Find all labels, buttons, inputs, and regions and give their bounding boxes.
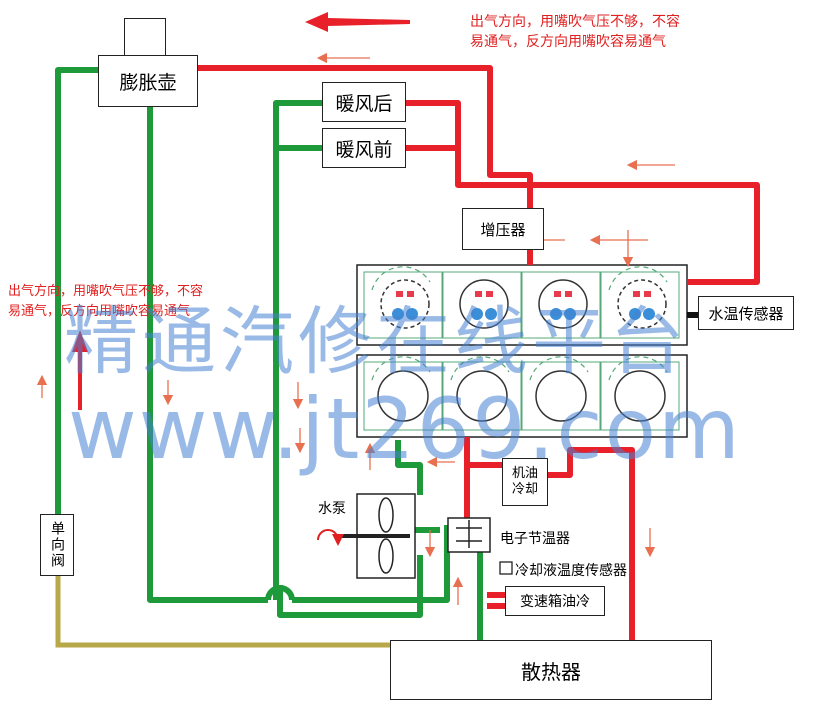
turbocharger-label: 增压器 — [480, 220, 526, 239]
hot-lines-red — [198, 65, 760, 640]
turbocharger: 增压器 — [462, 208, 544, 250]
expansion-tank-cap — [124, 18, 166, 56]
electronic-thermostat-label: 电子节温器 — [500, 531, 570, 547]
radiator-label: 散热器 — [521, 659, 581, 684]
cool-lines-green — [55, 67, 483, 640]
expansion-tank-label: 膨胀壶 — [119, 71, 177, 94]
note-top-right: 出气方向，用嘴吹气压不够，不容 易通气，反方向用嘴吹容易通气 — [470, 12, 680, 52]
exhaust-valves — [396, 291, 651, 297]
engine-block — [356, 264, 688, 438]
heater-front: 暖风前 — [322, 128, 406, 168]
block-water-jacket — [363, 361, 680, 431]
coolant-temp-sensor-body — [499, 561, 513, 575]
transmission-oil-cooler-label: 变速箱油冷 — [520, 594, 590, 610]
head-water-jacket — [363, 271, 680, 339]
oil-cooler: 机油 冷却 — [502, 458, 548, 506]
coolant-temp-sensor-label: 冷却液温度传感器 — [515, 563, 627, 579]
note-left-line2: 易通气，反方向用嘴吹容易通气 — [8, 304, 191, 319]
transmission-oil-cooler: 变速箱油冷 — [505, 586, 605, 616]
note-top-right-line2: 易通气，反方向用嘴吹容易通气 — [470, 34, 666, 50]
sensor-probe — [687, 312, 701, 318]
return-line-olive — [55, 575, 390, 648]
cylinders — [377, 370, 666, 422]
check-valve: 单向阀 — [40, 514, 74, 576]
expansion-tank: 膨胀壶 — [98, 55, 198, 107]
water-pump-body — [317, 493, 416, 579]
water-temp-sensor: 水温传感器 — [698, 296, 794, 330]
water-temp-sensor-label: 水温传感器 — [708, 304, 784, 323]
heater-front-label: 暖风前 — [335, 138, 393, 161]
note-left-line1: 出气方向，用嘴吹气压不够，不容 — [8, 284, 204, 299]
big-red-arrows — [72, 12, 410, 410]
heater-rear-label: 暖风后 — [335, 92, 393, 115]
oil-cooler-label: 机油 冷却 — [511, 466, 538, 497]
check-valve-label: 单向阀 — [49, 521, 65, 569]
water-pump-label: 水泵 — [318, 501, 346, 517]
radiator: 散热器 — [390, 640, 712, 700]
heater-rear: 暖风后 — [322, 82, 406, 122]
intake-valves — [392, 308, 655, 320]
note-top-right-line1: 出气方向，用嘴吹气压不够，不容 — [470, 14, 680, 30]
flow-arrows — [36, 52, 675, 605]
thermostat-body — [447, 517, 491, 553]
coolant-swirls — [371, 266, 668, 381]
note-left: 出气方向，用嘴吹气压不够，不容 易通气，反方向用嘴吹容易通气 — [8, 282, 203, 322]
